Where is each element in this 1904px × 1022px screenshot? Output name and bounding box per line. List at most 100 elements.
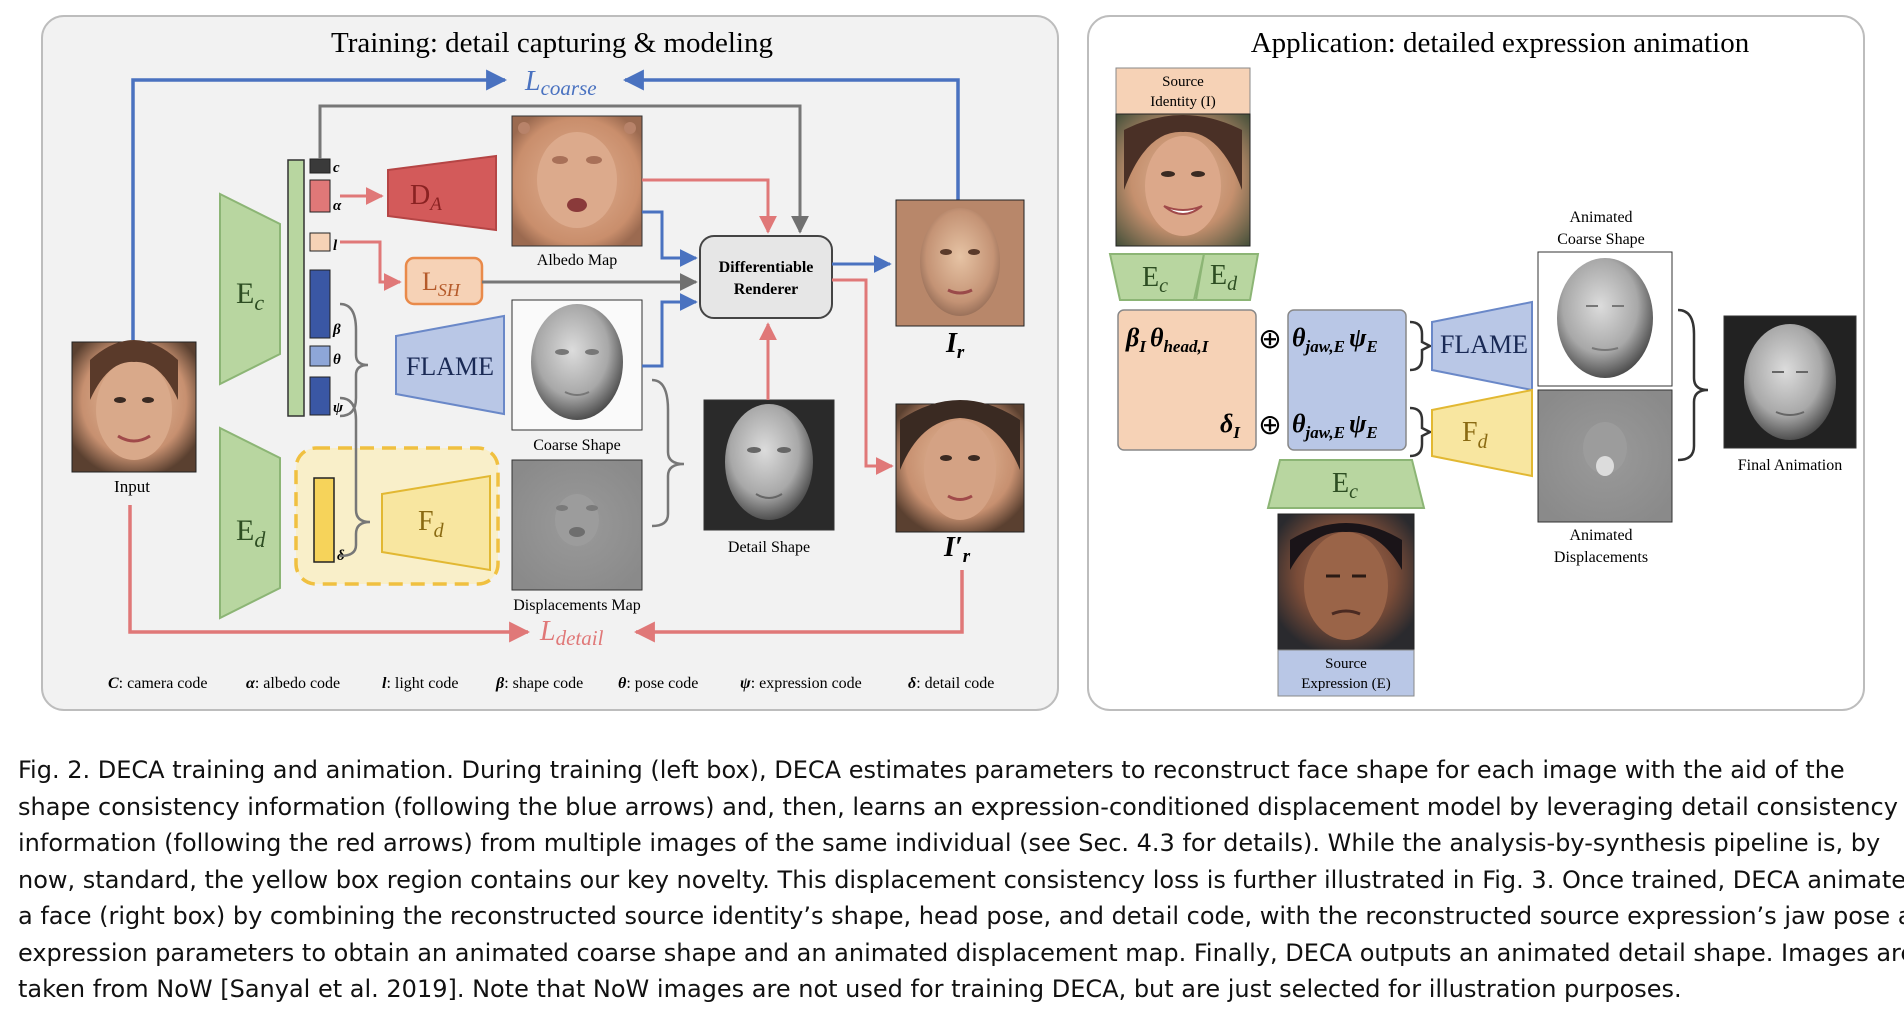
animated-coarse-label-2: Coarse Shape bbox=[1557, 231, 1645, 248]
detail-loss-arrow-right bbox=[633, 570, 964, 643]
differentiable-renderer bbox=[699, 235, 833, 319]
albedo-decoder-da bbox=[387, 154, 497, 232]
source-identity-label-1: Source bbox=[1162, 74, 1204, 90]
source-identity-label-2: Identity (I) bbox=[1150, 94, 1215, 110]
albedo-code bbox=[309, 179, 331, 213]
caption-line: shape consistency information (following… bbox=[18, 792, 1898, 821]
coarse-shape-image bbox=[511, 299, 643, 431]
legend-detail: δ: detail code bbox=[908, 675, 994, 692]
shape-code bbox=[309, 269, 331, 339]
legend-shape: β: shape code bbox=[495, 675, 583, 692]
caption-line: taken from NoW [Sanyal et al. 2019]. Not… bbox=[18, 975, 1682, 1003]
detail-loss-arrow-left bbox=[128, 505, 531, 643]
app-encoder-ec bbox=[1108, 253, 1206, 301]
source-expression-tag bbox=[1277, 649, 1415, 697]
encoder-ed bbox=[219, 426, 281, 620]
code-label-c: c bbox=[333, 160, 340, 176]
detail-shape-image bbox=[703, 399, 835, 531]
da-label: DA bbox=[410, 180, 442, 215]
codes-brace bbox=[339, 302, 369, 418]
legend-light: l: light code bbox=[382, 675, 458, 692]
albedo-red-to-renderer-arrow bbox=[642, 178, 777, 234]
detail-shape-label: Detail Shape bbox=[728, 539, 810, 556]
code-label-l: l bbox=[333, 238, 338, 254]
pose-code bbox=[309, 345, 331, 367]
fd-input-brace bbox=[1409, 406, 1433, 458]
lsh-label: LSH bbox=[422, 267, 461, 300]
training-title: Training: detail capturing & modeling bbox=[331, 27, 773, 59]
renderer-to-irp-arrow bbox=[832, 278, 894, 475]
coarse-to-renderer-arrow bbox=[642, 293, 698, 368]
caption-line: Fig. 2. DECA training and animation. Dur… bbox=[18, 756, 1845, 784]
fd-label: Fd bbox=[418, 506, 445, 542]
expression-code bbox=[309, 376, 331, 416]
code-label-theta: θ bbox=[333, 352, 341, 368]
animated-coarse-label-1: Animated bbox=[1569, 209, 1632, 226]
renderer-label-1: Differentiable bbox=[719, 259, 814, 276]
rendered-image-ir bbox=[895, 199, 1025, 327]
encoder-ed-label: Ed bbox=[236, 514, 266, 552]
oplus-bottom: ⊕ bbox=[1258, 410, 1281, 441]
animated-coarse-image bbox=[1537, 251, 1673, 387]
final-animation-label: Final Animation bbox=[1738, 457, 1842, 474]
caption-line: information (following the red arrows) f… bbox=[18, 829, 1881, 857]
albedo-map-label: Albedo Map bbox=[537, 252, 617, 269]
app-fd-decoder bbox=[1431, 388, 1533, 478]
code-label-alpha: α bbox=[333, 198, 342, 214]
coarse-loss-arrow-left bbox=[131, 69, 508, 340]
legend-camera: C: camera code bbox=[108, 675, 208, 692]
identity-code-box bbox=[1117, 309, 1257, 451]
figure-diagram: Training: detail capturing & modeling Lc… bbox=[41, 15, 1865, 711]
legend-albedo: α: albedo code bbox=[246, 675, 340, 692]
light-to-lsh-arrow bbox=[340, 240, 402, 291]
displacements-map-label: Displacements Map bbox=[513, 597, 641, 614]
input-label: Input bbox=[114, 477, 150, 496]
app-ec2-label: Ec bbox=[1332, 468, 1358, 503]
animated-disp-label-1: Animated bbox=[1569, 527, 1632, 544]
final-brace bbox=[1677, 308, 1709, 462]
source-identity-photo bbox=[1115, 113, 1251, 247]
application-title: Application: detailed expression animati… bbox=[1251, 27, 1750, 59]
app-encoder-ec-bottom bbox=[1266, 459, 1426, 509]
code-label-psi: ψ bbox=[333, 400, 344, 416]
detail-decoder-fd bbox=[381, 474, 491, 572]
legend-pose: θ: pose code bbox=[618, 675, 698, 692]
final-animation-image bbox=[1723, 315, 1857, 449]
input-photo bbox=[71, 340, 197, 473]
animated-disp-label-2: Displacements bbox=[1554, 549, 1648, 566]
albedo-to-renderer-arrow bbox=[642, 210, 698, 267]
oplus-top: ⊕ bbox=[1258, 324, 1281, 355]
light-code bbox=[309, 232, 331, 252]
app-ed-label: Ed bbox=[1210, 260, 1238, 295]
camera-code bbox=[309, 158, 331, 174]
delta-i: δI bbox=[1220, 409, 1241, 442]
encoder-ec bbox=[219, 192, 281, 386]
coarse-shape-label: Coarse Shape bbox=[533, 437, 621, 454]
source-expression-label-2: Expression (E) bbox=[1301, 676, 1391, 692]
albedo-map-image bbox=[511, 115, 643, 247]
flame-decoder bbox=[395, 314, 505, 416]
renderer-label-2: Renderer bbox=[734, 281, 799, 298]
source-identity-tag bbox=[1115, 67, 1251, 115]
irp-label: I′r bbox=[943, 532, 971, 567]
coarse-loss-label: Lcoarse bbox=[524, 66, 597, 100]
figure-caption: Fig. 2. DECA training and animation. Dur… bbox=[18, 752, 1904, 1008]
app-flame-label: FLAME bbox=[1440, 330, 1528, 359]
source-expression-photo bbox=[1277, 513, 1415, 651]
camera-to-renderer-arrow bbox=[318, 104, 809, 234]
source-expression-label-1: Source bbox=[1325, 656, 1367, 672]
flame-label: FLAME bbox=[406, 352, 494, 381]
caption-line: a face (right box) by combining the reco… bbox=[18, 902, 1904, 930]
displacements-map-image bbox=[511, 459, 643, 591]
detail-loss-label: Ldetail bbox=[539, 616, 604, 650]
caption-line: now, standard, the yellow box region con… bbox=[18, 865, 1904, 894]
rendered-image-irp bbox=[895, 400, 1025, 533]
encoder-ec-label: Ec bbox=[236, 277, 264, 315]
animated-displacements-image bbox=[1537, 389, 1673, 523]
app-encoder-ed bbox=[1194, 253, 1260, 301]
coarse-loss-arrow-right bbox=[622, 69, 960, 200]
app-fd-label: Fd bbox=[1462, 417, 1489, 453]
